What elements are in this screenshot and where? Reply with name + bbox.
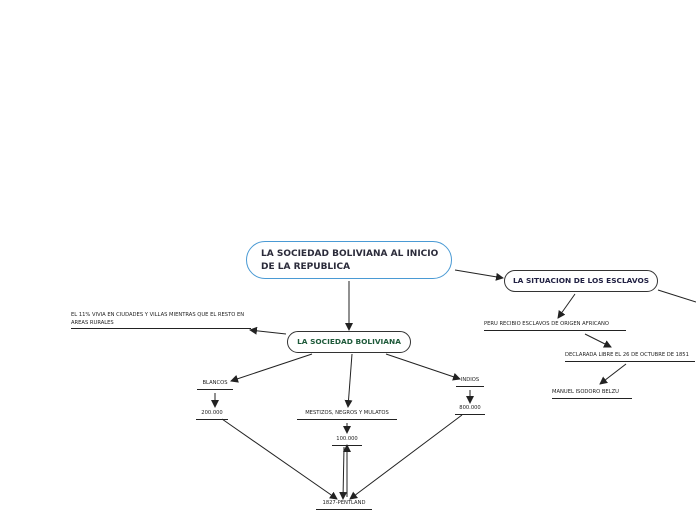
- pentland-node[interactable]: 1827-PENTLAND: [316, 500, 372, 510]
- peru-node[interactable]: PERU RECIBIO ESCLAVOS DE ORIGEN AFRICANO: [484, 321, 626, 331]
- esclavos-node[interactable]: LA SITUACION DE LOS ESCLAVOS: [504, 270, 658, 292]
- blancos-node[interactable]: BLANCOS: [197, 380, 233, 390]
- sociedad-label: LA SOCIEDAD BOLIVIANA: [297, 337, 401, 346]
- link-esclavos-peru: [557, 293, 576, 319]
- indios-count-node[interactable]: 800.000: [455, 405, 485, 415]
- link-sociedad-indios: [385, 353, 461, 381]
- rural-note[interactable]: EL 11% VIVIA EN CIUDADES Y VILLAS MIENTR…: [71, 311, 251, 329]
- mestizos-node[interactable]: MESTIZOS, NEGROS Y MULATOS: [297, 410, 397, 420]
- link-indios-pentland: [349, 414, 463, 500]
- sociedad-node[interactable]: LA SOCIEDAD BOLIVIANA: [287, 331, 411, 353]
- esclavos-label: LA SITUACION DE LOS ESCLAVOS: [512, 276, 650, 285]
- declarada-node[interactable]: DECLARADA LIBRE EL 26 DE OCTUBRE DE 1851: [565, 352, 695, 362]
- link-main-esclavos: [454, 269, 504, 281]
- link-peru-declarada: [584, 333, 612, 348]
- indios-node[interactable]: INDIOS: [456, 377, 484, 387]
- main-topic-label: LA SOCIEDAD BOLIVIANA AL INICIO DE LA RE…: [261, 249, 439, 272]
- main-topic-node[interactable]: LA SOCIEDAD BOLIVIANA AL INICIO DE LA RE…: [246, 241, 452, 279]
- link-sociedad-note: [249, 326, 287, 335]
- link-blancos-pentland: [221, 418, 338, 500]
- link-sociedad-mestizos: [344, 353, 353, 408]
- link-declarada-belzu: [599, 363, 627, 385]
- blancos-count-node[interactable]: 200.000: [196, 410, 228, 420]
- mestizos-count-node[interactable]: 100.000: [332, 436, 362, 446]
- link-mestizos-pentland: [339, 446, 348, 500]
- link-esclavos-offscreen: [657, 289, 696, 303]
- link-sociedad-blancos: [230, 353, 313, 383]
- belzu-node[interactable]: MANUEL ISODORO BELZU: [552, 389, 632, 399]
